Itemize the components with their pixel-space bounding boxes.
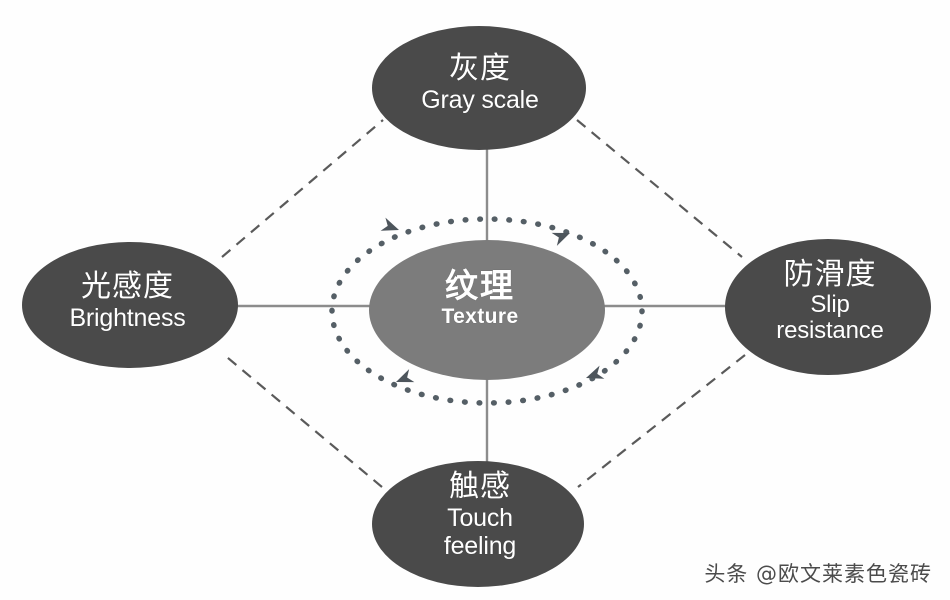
ring-arrowhead-bottom-right bbox=[586, 365, 605, 379]
dashed-connector-brightness-grayscale bbox=[221, 119, 384, 258]
rotation-ring bbox=[329, 216, 645, 406]
node-ellipse-gray-scale[interactable] bbox=[372, 26, 586, 150]
ring-arrowhead-bottom-left bbox=[396, 369, 415, 383]
dashed-connectors bbox=[221, 119, 746, 488]
node-ellipse-texture[interactable] bbox=[369, 240, 605, 380]
rotation-arrowheads bbox=[380, 217, 605, 383]
dashed-connector-touch-brightness bbox=[221, 352, 383, 488]
node-ellipse-slip-resistance[interactable] bbox=[725, 239, 931, 375]
ring-arrowhead-top-right bbox=[551, 232, 570, 246]
dashed-connector-grayscale-slip bbox=[576, 119, 743, 258]
watermark-text: 头条 @欧文莱素色瓷砖 bbox=[704, 562, 932, 586]
dashed-connector-slip-touch bbox=[577, 354, 746, 488]
ring-arrowhead-top-left bbox=[380, 217, 399, 231]
rotation-ring-dotted-path bbox=[329, 216, 645, 406]
node-ellipse-touch-feeling[interactable] bbox=[372, 461, 584, 587]
node-ellipse-brightness[interactable] bbox=[22, 242, 238, 368]
